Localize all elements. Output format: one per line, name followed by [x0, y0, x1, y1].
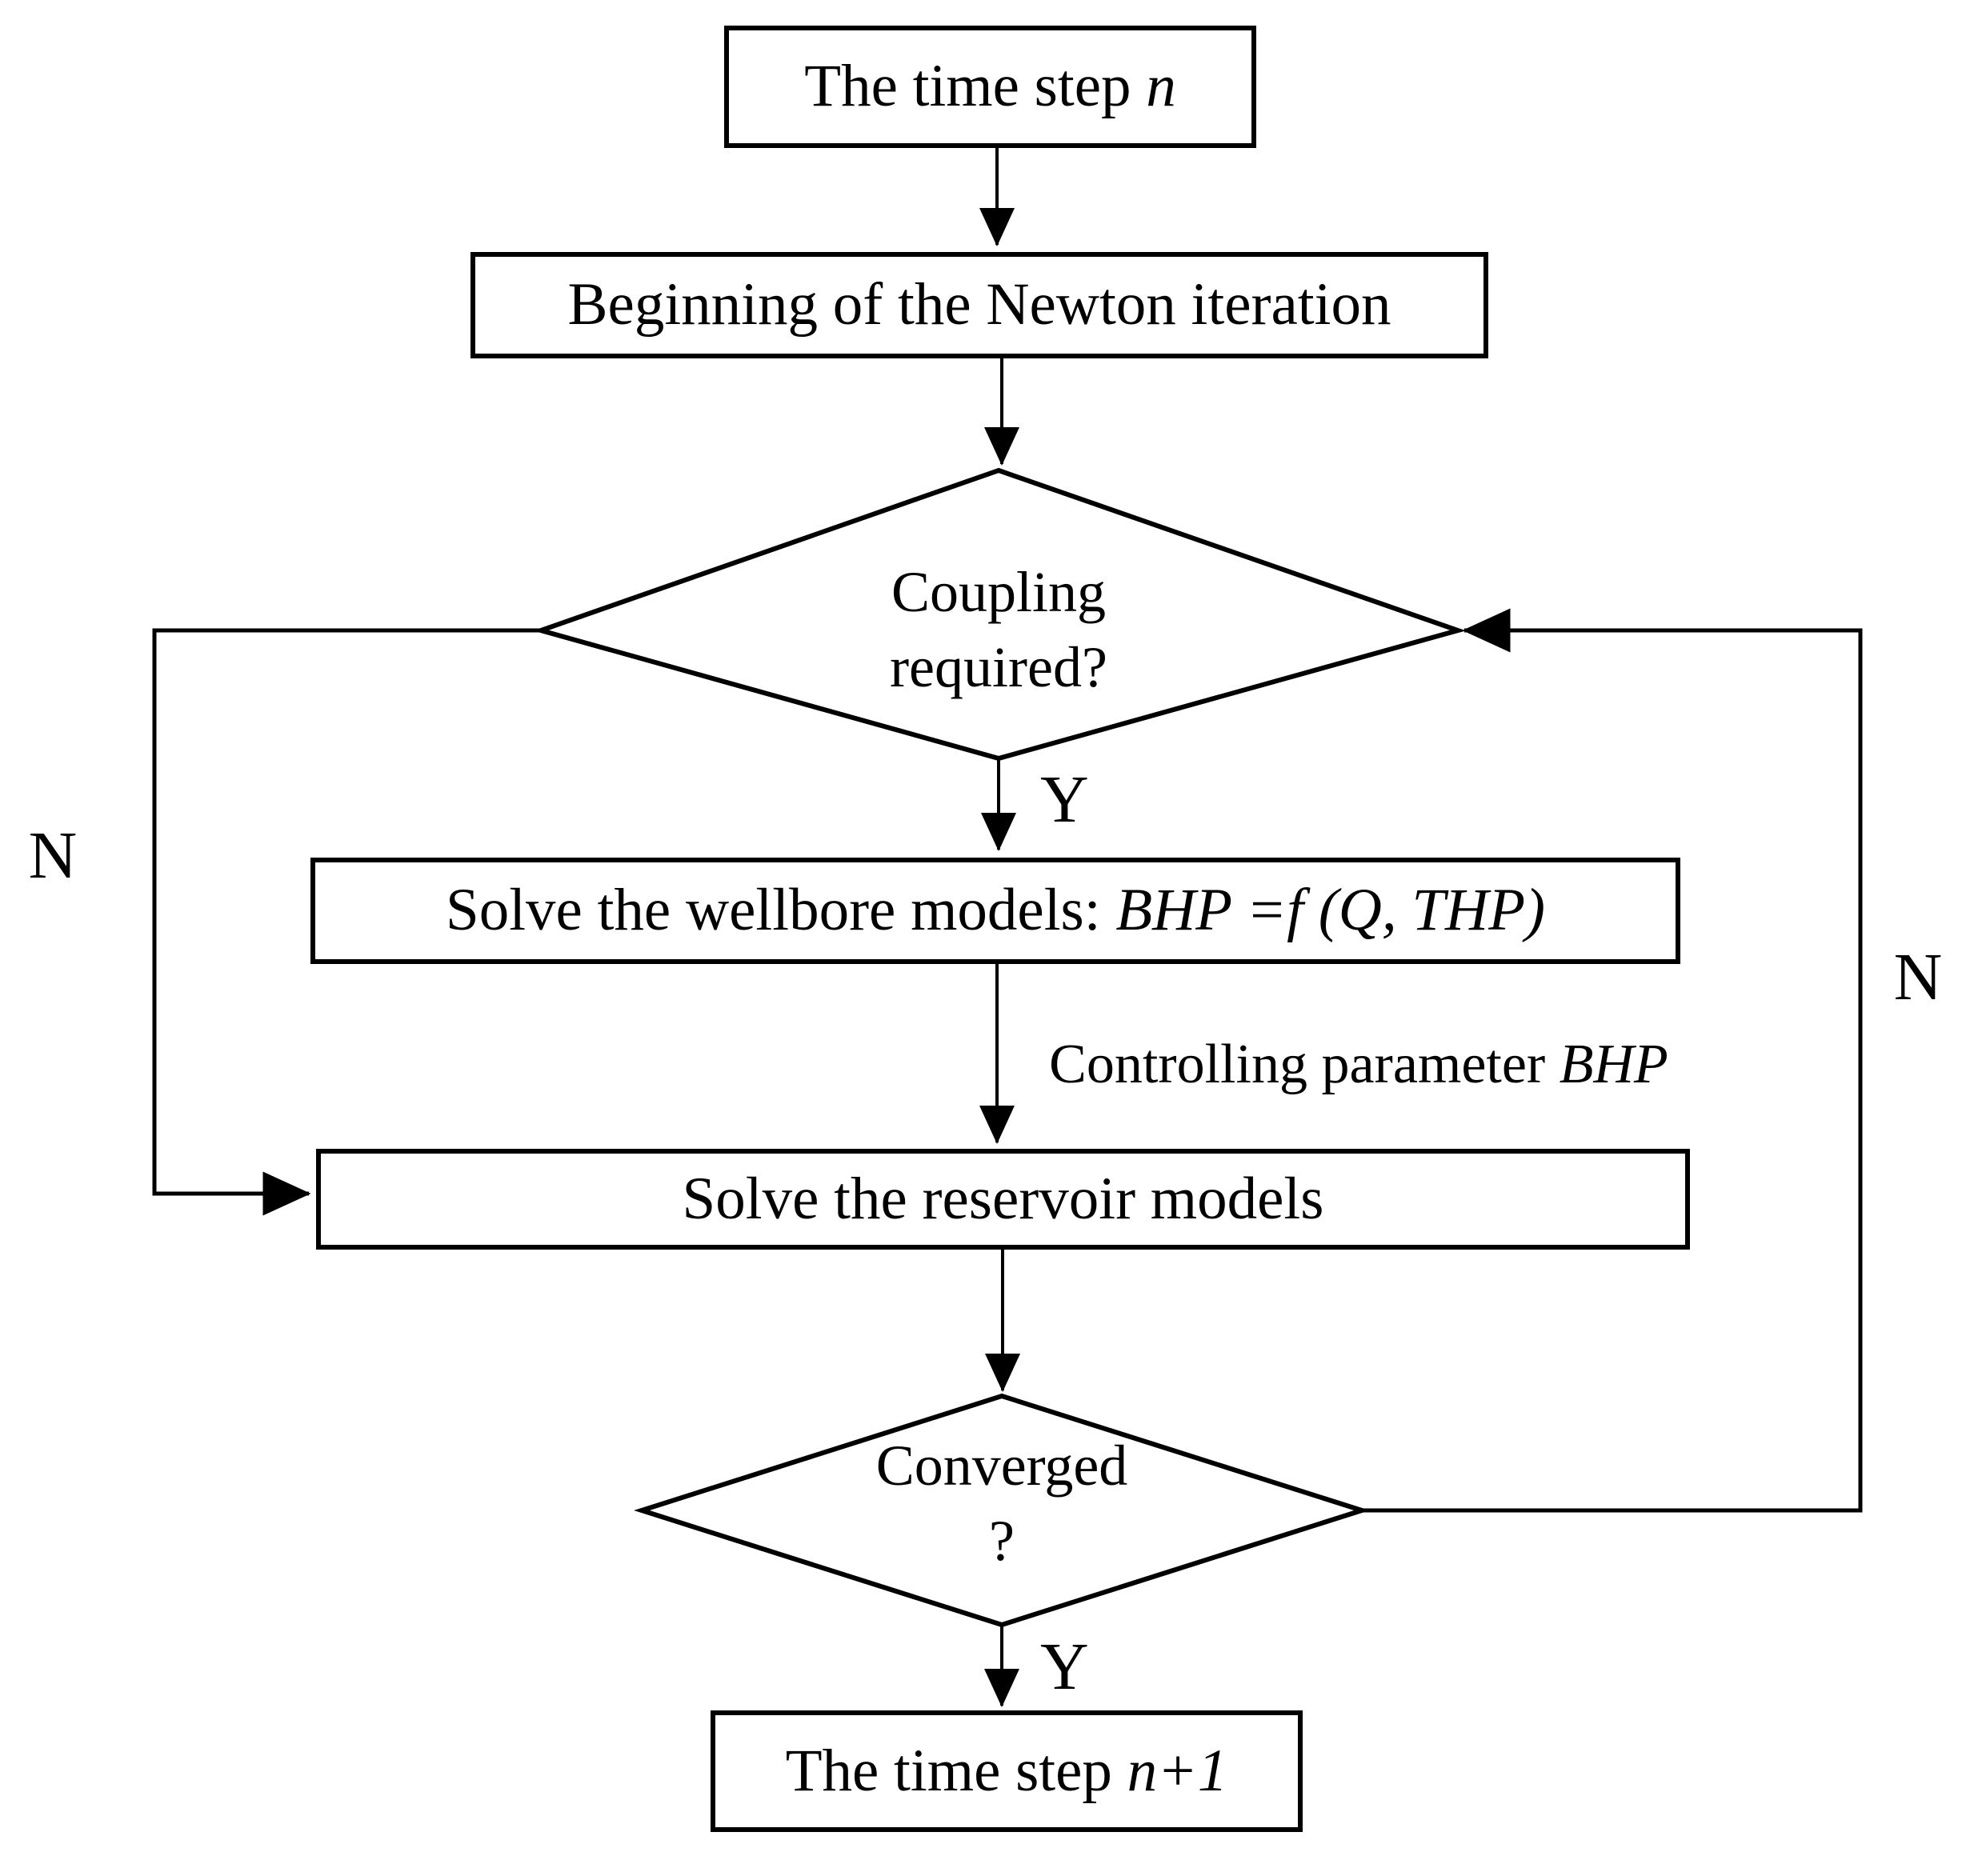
label-coupling-yes: Y — [1040, 762, 1089, 837]
node-time-step-n-plus-1-label: The time step n+1 — [786, 1737, 1228, 1806]
node-solve-reservoir-label: Solve the reservoir models — [682, 1165, 1324, 1232]
node-solve-wellbore-label: Solve the wellbore models: BHP =f (Q, TH… — [446, 876, 1545, 945]
label-controlling-parameter: Controlling parameter BHP — [1021, 1037, 1696, 1093]
wellbore-equation: BHP =f (Q, THP) — [1115, 877, 1546, 944]
label-coupling-no-left: N — [28, 818, 78, 893]
edge-coupling-no-left-loop — [152, 628, 541, 1216]
coupling-line2: required? — [890, 635, 1107, 699]
decision-coupling-required-label: Coupling required? — [759, 512, 1239, 749]
node-solve-reservoir: Solve the reservoir models — [316, 1149, 1690, 1250]
label-converged-no-right: N — [1893, 940, 1943, 1014]
edge-converged-no-right-loop — [1362, 608, 1863, 1513]
time-step-n-var: n — [1146, 53, 1176, 120]
converged-line1: Converged — [875, 1434, 1128, 1498]
node-newton-iteration-label: Beginning of the Newton iteration — [567, 271, 1391, 338]
wellbore-prefix: Solve the wellbore models: — [445, 877, 1116, 944]
time-step-n1-var: n+1 — [1127, 1737, 1228, 1804]
label-converged-yes: Y — [1040, 1630, 1089, 1704]
node-solve-wellbore: Solve the wellbore models: BHP =f (Q, TH… — [310, 858, 1680, 964]
decision-converged-label: Converged ? — [762, 1416, 1242, 1592]
node-time-step-n: The time step n — [724, 26, 1256, 148]
converged-line2: ? — [989, 1509, 1015, 1573]
controlling-prefix: Controlling parameter — [1049, 1034, 1560, 1095]
controlling-var: BHP — [1559, 1034, 1668, 1095]
node-time-step-n-label: The time step n — [804, 52, 1175, 121]
time-step-n-prefix: The time step — [804, 53, 1147, 120]
node-time-step-n-plus-1: The time step n+1 — [711, 1710, 1303, 1832]
node-newton-iteration: Beginning of the Newton iteration — [470, 252, 1488, 358]
time-step-n1-prefix: The time step — [785, 1737, 1127, 1804]
coupling-line1: Coupling — [891, 560, 1107, 625]
